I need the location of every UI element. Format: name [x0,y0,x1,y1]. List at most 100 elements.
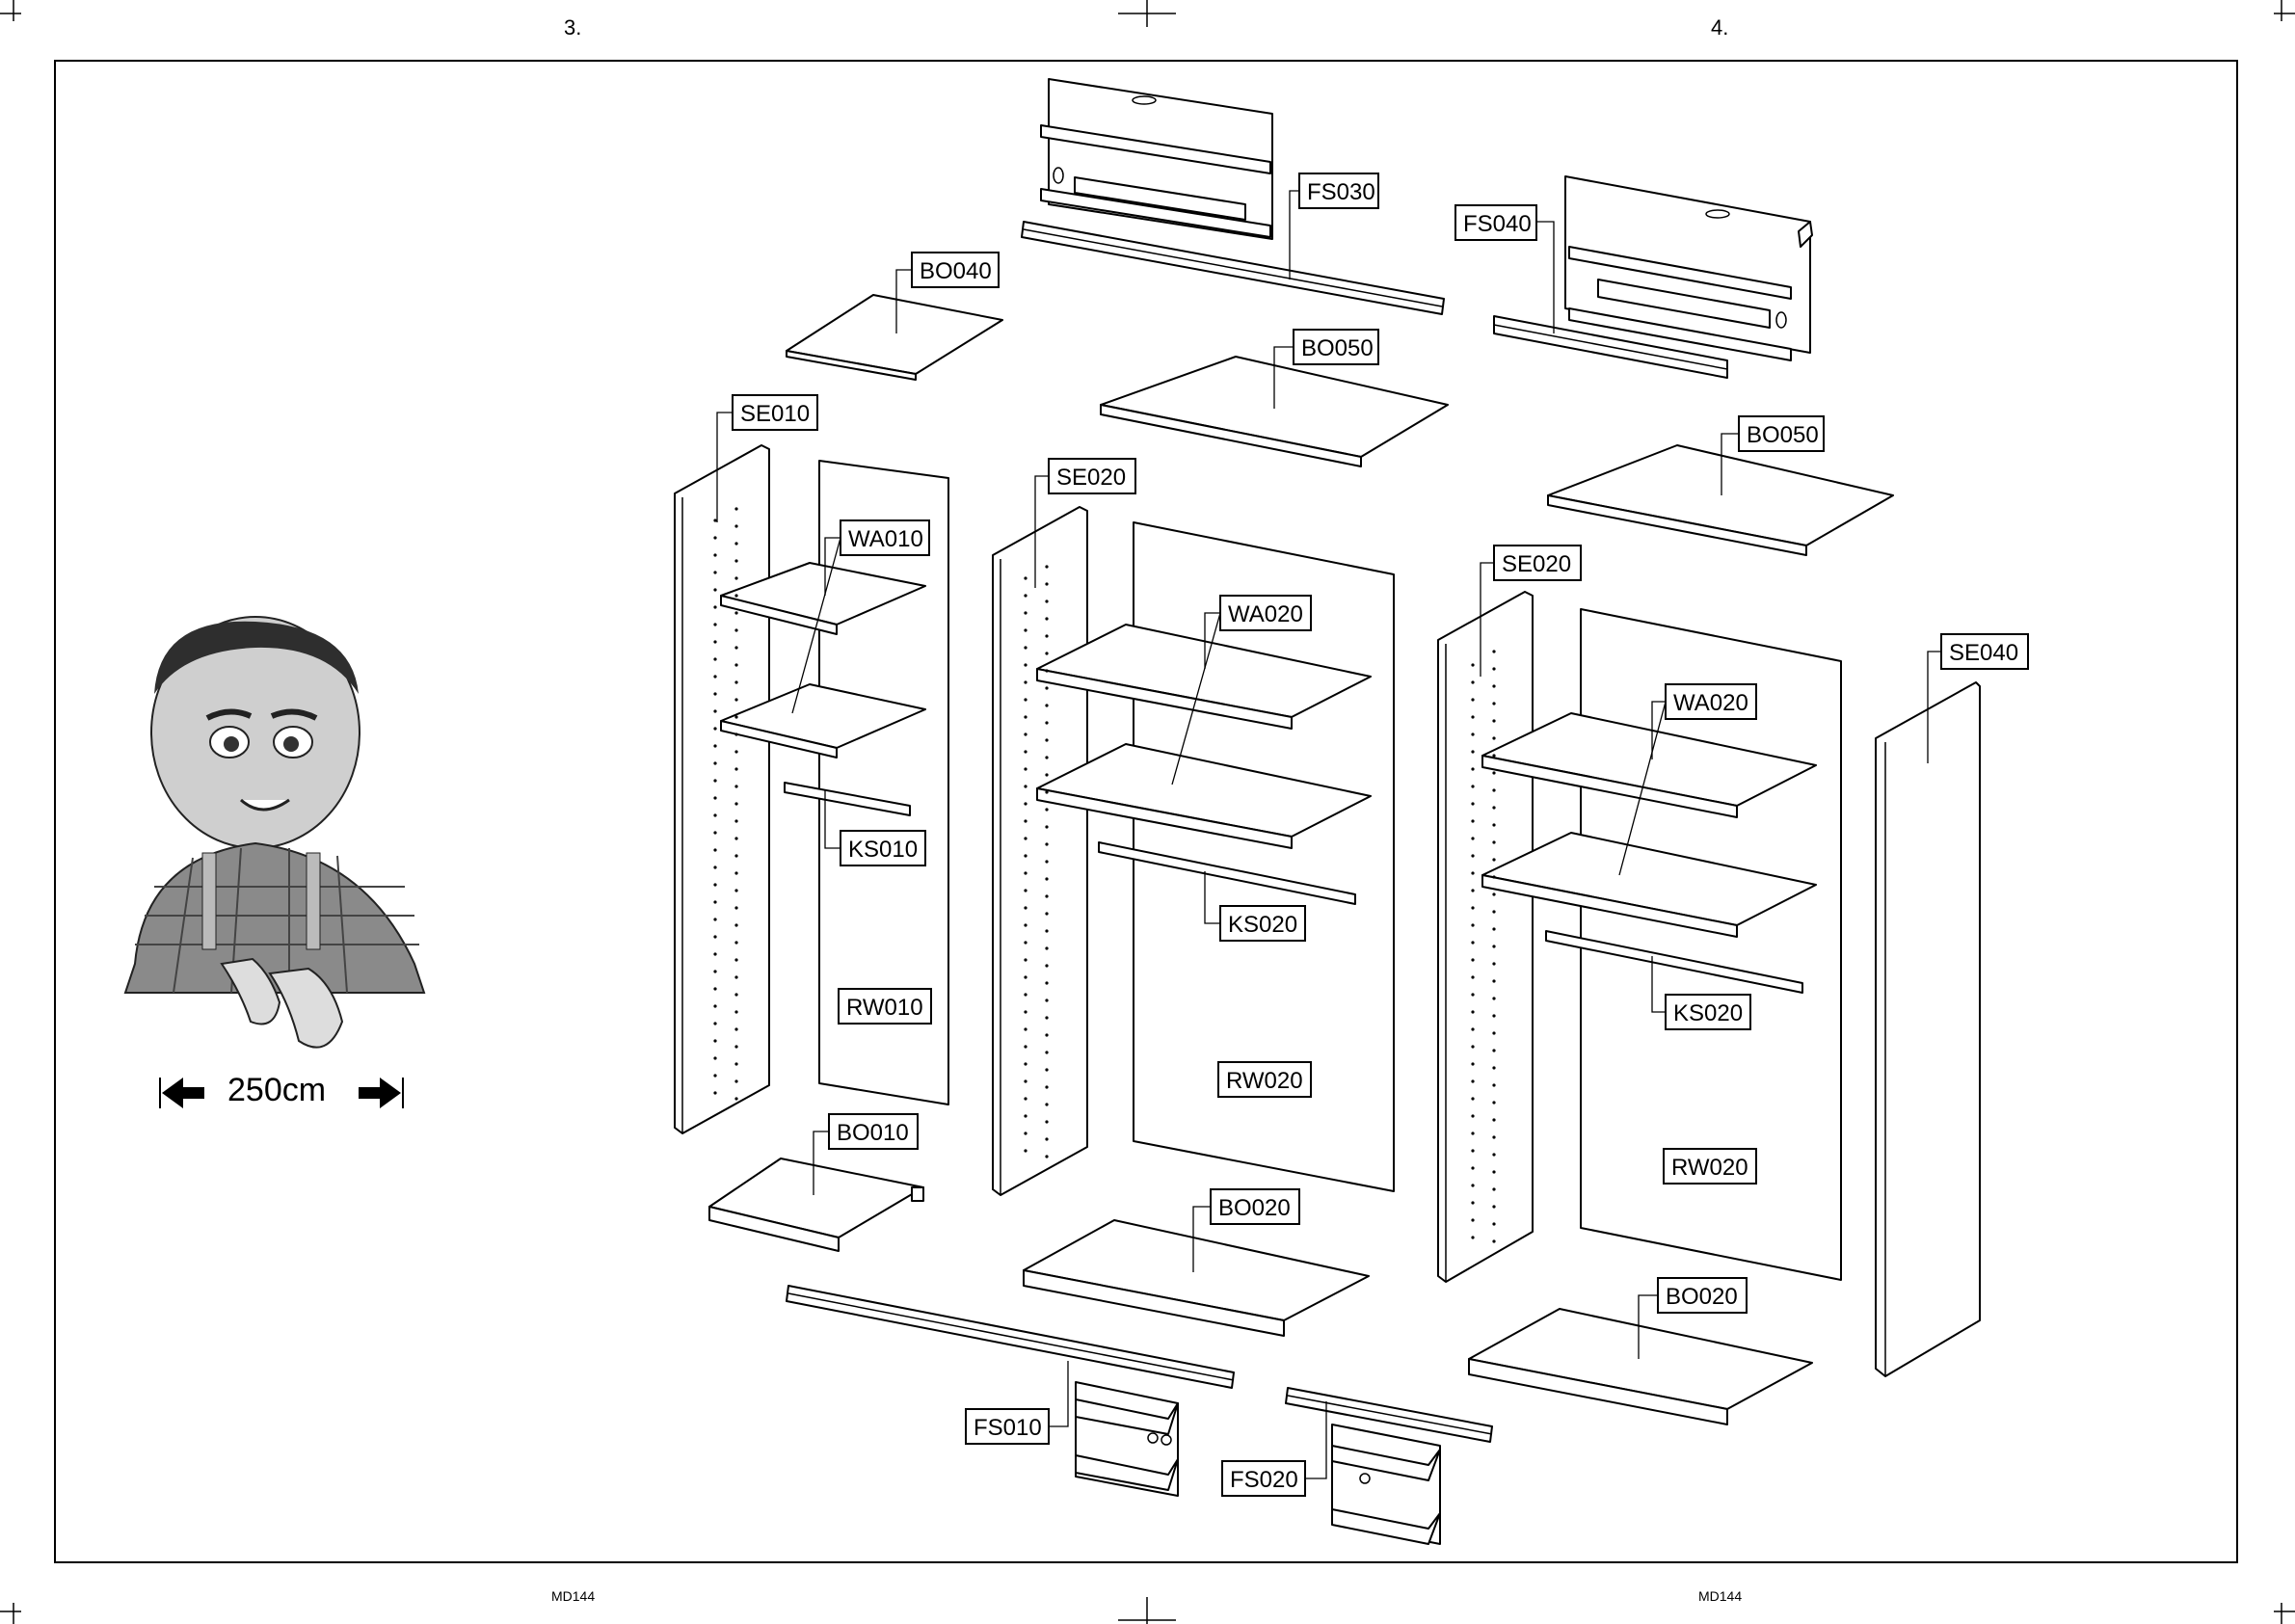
hole-mark [1471,767,1474,770]
label-fs040: FS040 [1455,205,1536,240]
hole-mark [734,871,737,874]
hole-mark [1471,698,1474,701]
hole-mark [1024,1079,1027,1082]
hole-mark [1045,1155,1048,1158]
label-se040: SE040 [1941,634,2028,669]
label-se020-right: SE020 [1494,546,1581,580]
hole-mark [1492,736,1495,739]
hole-mark [1045,825,1048,828]
side-panel-se020-left [993,507,1087,1195]
hole-mark [1045,877,1048,880]
svg-text:WA010: WA010 [848,526,923,552]
hole-mark [1492,997,1495,999]
hole-mark [1471,923,1474,926]
hole-mark [713,935,716,938]
hole-mark [734,958,737,961]
hole-mark [734,594,737,597]
hole-mark [1045,773,1048,776]
svg-text:RW010: RW010 [846,995,923,1021]
hole-mark [1024,923,1027,926]
hole-mark [734,1079,737,1082]
hole-mark [1045,998,1048,1001]
hole-mark [734,628,737,631]
hole-mark [1045,1103,1048,1105]
hole-mark [1471,1045,1474,1048]
hole-mark [713,709,716,712]
svg-text:SE020: SE020 [1502,551,1571,577]
hole-mark [1492,754,1495,757]
label-wa010: WA010 [841,520,929,555]
hole-mark [1024,628,1027,631]
hole-mark [1471,1201,1474,1204]
hole-mark [734,993,737,996]
top-panel-bo050-right [1548,445,1893,555]
hole-mark [1471,854,1474,857]
hole-mark [1492,702,1495,705]
hole-mark [713,987,716,990]
hole-mark [734,1097,737,1100]
hole-mark [713,779,716,782]
hole-mark [713,1074,716,1077]
top-panel-bo040 [787,295,1002,380]
label-rw020-left: RW020 [1218,1062,1311,1097]
hole-mark [1024,663,1027,666]
hole-mark [713,1039,716,1042]
hole-mark [1045,756,1048,759]
hole-mark [734,802,737,805]
hole-mark [734,906,737,909]
hole-mark [1045,1137,1048,1140]
hole-mark [1471,993,1474,996]
hole-mark [1492,1066,1495,1069]
hole-mark [1492,875,1495,878]
hole-mark [1045,686,1048,689]
hole-mark [734,646,737,649]
hole-mark [713,865,716,868]
hole-mark [734,698,737,701]
hole-mark [1471,1218,1474,1221]
label-bo040: BO040 [912,253,999,287]
hole-mark [1045,617,1048,620]
svg-text:KS020: KS020 [1228,912,1297,938]
hole-mark [1471,1166,1474,1169]
hole-mark [734,1010,737,1013]
hole-mark [1024,1010,1027,1013]
hole-mark [1492,1031,1495,1034]
hole-mark [1024,854,1027,857]
hole-mark [1045,738,1048,741]
hole-mark [1024,941,1027,944]
hole-mark [1045,981,1048,984]
hole-mark [713,675,716,678]
bottom-panel-bo020-right [1469,1309,1812,1424]
hole-mark [1492,1205,1495,1208]
hole-mark [1492,1187,1495,1190]
hole-mark [713,1056,716,1059]
hole-mark [713,796,716,799]
hole-mark [1471,750,1474,753]
hole-mark [713,623,716,626]
hole-mark [1492,910,1495,913]
svg-text:KS010: KS010 [848,837,918,863]
hole-mark [713,657,716,660]
hole-mark [1045,652,1048,654]
hole-mark [713,519,716,521]
width-value: 250cm [227,1072,326,1109]
hole-mark [713,692,716,695]
hole-mark [1045,790,1048,793]
side-panel-se010 [675,445,769,1133]
hole-mark [713,761,716,764]
svg-text:RW020: RW020 [1226,1068,1303,1094]
svg-text:BO020: BO020 [1666,1284,1738,1310]
hole-mark [1492,667,1495,670]
hole-mark [1045,704,1048,706]
hole-mark [734,785,737,787]
hole-mark [713,588,716,591]
hole-mark [1024,1131,1027,1134]
hole-mark [734,923,737,926]
hole-mark [1045,946,1048,949]
hole-mark [1024,819,1027,822]
side-panel-se040 [1876,682,1980,1376]
hole-mark [1024,975,1027,978]
hole-mark [1024,906,1027,909]
hole-mark [1492,1170,1495,1173]
hole-mark [734,767,737,770]
